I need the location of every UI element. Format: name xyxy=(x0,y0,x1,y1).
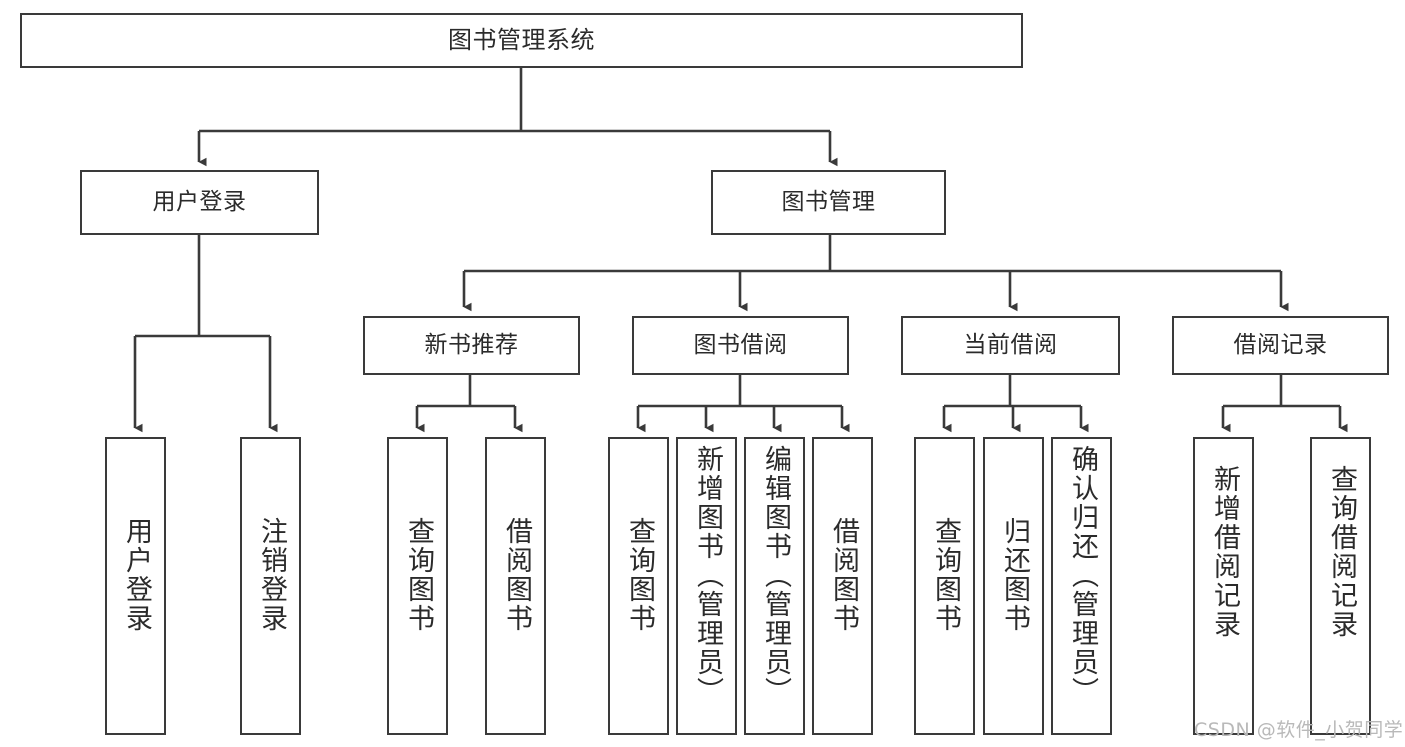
node-leaf-borrow-book-1-label: 借阅图书 xyxy=(500,517,532,633)
node-leaf-query-record[interactable]: 查询借阅记录 xyxy=(1310,437,1371,735)
node-leaf-borrow-book-2-label: 借阅图书 xyxy=(827,517,859,633)
node-leaf-confirm-return[interactable]: 确认归还（管理员） xyxy=(1051,437,1112,735)
node-leaf-user-login[interactable]: 用户登录 xyxy=(105,437,166,735)
node-leaf-query-book-3[interactable]: 查询图书 xyxy=(914,437,975,735)
node-leaf-query-book-2[interactable]: 查询图书 xyxy=(608,437,669,735)
node-user-login[interactable]: 用户登录 xyxy=(80,170,319,235)
node-leaf-borrow-book-2[interactable]: 借阅图书 xyxy=(812,437,873,735)
node-leaf-edit-book[interactable]: 编辑图书（管理员） xyxy=(744,437,805,735)
node-root-label: 图书管理系统 xyxy=(448,26,595,55)
node-new-book-recommend-label: 新书推荐 xyxy=(424,331,519,358)
node-current-borrow[interactable]: 当前借阅 xyxy=(901,316,1120,375)
node-leaf-query-book-1[interactable]: 查询图书 xyxy=(387,437,448,735)
node-root[interactable]: 图书管理系统 xyxy=(20,13,1023,68)
node-leaf-confirm-return-label: 确认归还（管理员） xyxy=(1066,445,1098,706)
csdn-watermark: CSDN @软件_小贺同学 xyxy=(1194,719,1404,741)
node-book-manage[interactable]: 图书管理 xyxy=(711,170,946,235)
node-leaf-add-book[interactable]: 新增图书（管理员） xyxy=(676,437,737,735)
node-leaf-return-book-label: 归还图书 xyxy=(998,517,1030,633)
node-leaf-add-book-label: 新增图书（管理员） xyxy=(691,445,723,706)
node-leaf-user-login-label: 用户登录 xyxy=(120,517,152,633)
node-leaf-query-book-1-label: 查询图书 xyxy=(402,517,434,633)
node-leaf-borrow-book-1[interactable]: 借阅图书 xyxy=(485,437,546,735)
node-book-borrow-label: 图书借阅 xyxy=(693,331,788,358)
node-borrow-record[interactable]: 借阅记录 xyxy=(1172,316,1389,375)
node-new-book-recommend[interactable]: 新书推荐 xyxy=(363,316,580,375)
node-leaf-query-book-3-label: 查询图书 xyxy=(929,517,961,633)
node-user-login-label: 用户登录 xyxy=(152,188,247,215)
node-book-manage-label: 图书管理 xyxy=(781,188,876,215)
node-leaf-return-book[interactable]: 归还图书 xyxy=(983,437,1044,735)
node-borrow-record-label: 借阅记录 xyxy=(1233,331,1328,358)
node-leaf-edit-book-label: 编辑图书（管理员） xyxy=(759,445,791,706)
node-leaf-add-record[interactable]: 新增借阅记录 xyxy=(1193,437,1254,735)
node-leaf-logout[interactable]: 注销登录 xyxy=(240,437,301,735)
node-book-borrow[interactable]: 图书借阅 xyxy=(632,316,849,375)
node-leaf-add-record-label: 新增借阅记录 xyxy=(1208,465,1240,639)
node-leaf-query-book-2-label: 查询图书 xyxy=(623,517,655,633)
node-leaf-query-record-label: 查询借阅记录 xyxy=(1325,465,1357,639)
node-leaf-logout-label: 注销登录 xyxy=(255,517,287,633)
node-current-borrow-label: 当前借阅 xyxy=(963,331,1058,358)
